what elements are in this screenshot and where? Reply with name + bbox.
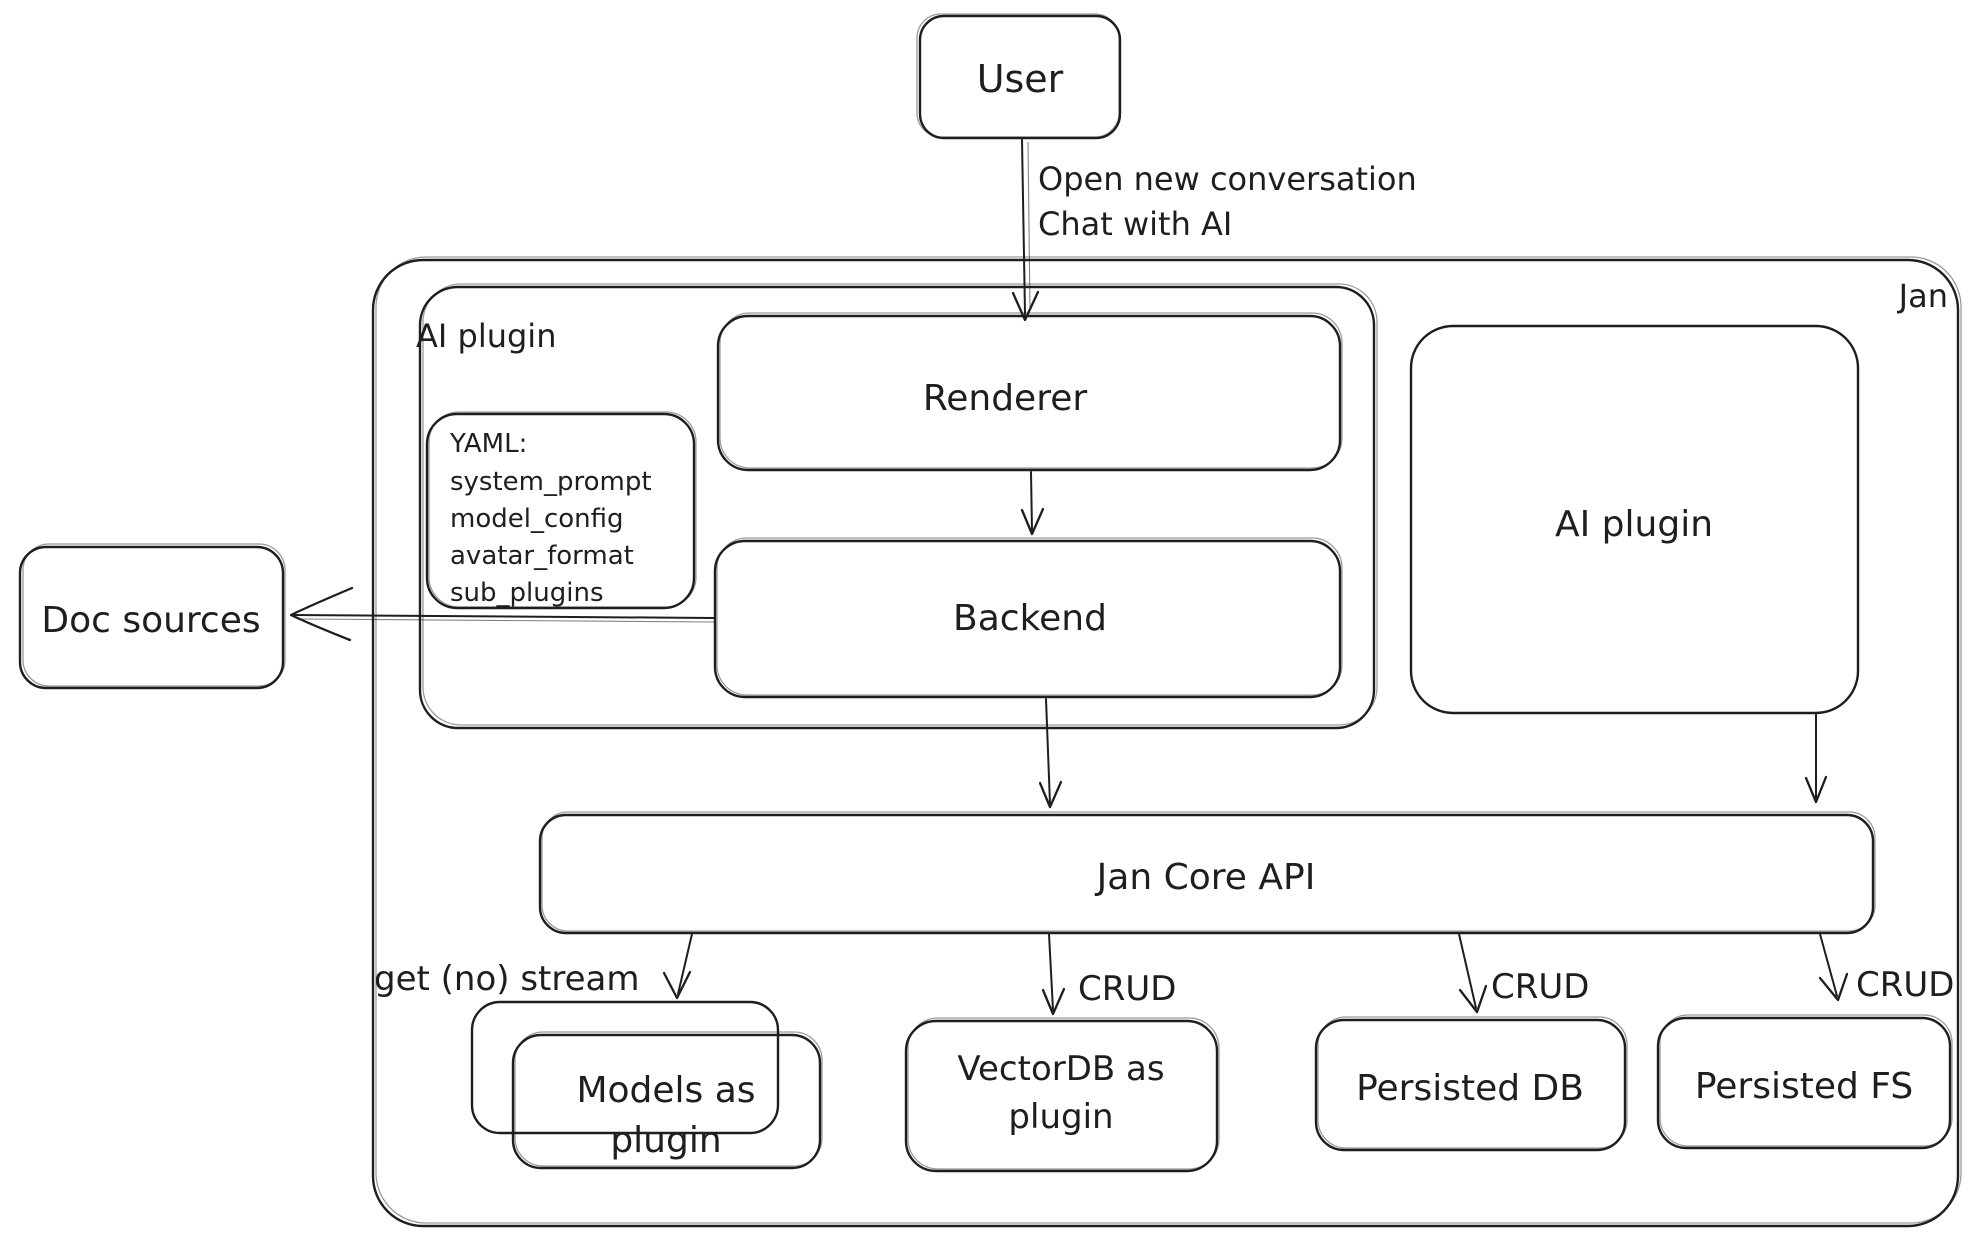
- renderer-label: Renderer: [923, 378, 1088, 419]
- arrow-user-to-renderer-sketch: [1027, 141, 1031, 311]
- ai-plugin-group-box-sketch: [422, 283, 1378, 726]
- backend-label: Backend: [953, 598, 1107, 639]
- backend-box: [713, 539, 1342, 699]
- persisted-fs-label: Persisted FS: [1695, 1066, 1913, 1107]
- persisted-fs-box: [1656, 1016, 1952, 1150]
- ai-plugin-standalone-label: AI plugin: [1555, 504, 1713, 545]
- arrow-core-to-vectordb: [1048, 933, 1054, 1011]
- arrow-user-to-renderer: [1021, 139, 1026, 315]
- arrow-backend-to-doc-sources: [292, 614, 715, 619]
- vectordb-box: [904, 1019, 1219, 1173]
- jan-container-label: Jan: [1897, 277, 1948, 315]
- yaml-note-line2: system_prompt: [450, 467, 652, 497]
- ai-plugin-group-label: AI plugin: [416, 317, 556, 355]
- arrow-user-to-renderer-head: [1011, 290, 1040, 322]
- ai-plugin-standalone-box: [1409, 324, 1860, 715]
- yaml-note-line3: model_config: [450, 504, 624, 534]
- arrow-renderer-to-backend: [1030, 471, 1033, 532]
- yaml-note-box-sketch: [428, 411, 697, 608]
- get-no-stream-label: get (no) stream: [374, 959, 639, 999]
- yaml-note-line5: sub_plugins: [450, 578, 604, 608]
- arrow-core-to-models-head: [662, 970, 692, 1000]
- user-arrow-label-line1: Open new conversation: [1038, 160, 1417, 198]
- jan-container-box-sketch: [375, 256, 1962, 1224]
- persisted-db-label: Persisted DB: [1356, 1068, 1584, 1109]
- arrow-backend-to-doc-sources-sketch: [299, 618, 715, 623]
- persisted-db-box-sketch: [1317, 1016, 1628, 1149]
- arrow-core-to-persisted-db-head: [1458, 984, 1488, 1014]
- models-as-plugin-front-box-sketch: [514, 1031, 823, 1167]
- jan-core-api-box-sketch: [541, 811, 1876, 932]
- yaml-note-line1: YAML:: [449, 429, 527, 459]
- arrow-backend-to-core-head: [1038, 780, 1063, 809]
- jan-container-box: [371, 258, 1960, 1228]
- yaml-note-line4: avatar_format: [450, 541, 634, 571]
- arrow-backend-to-doc-sources-head: [289, 586, 354, 642]
- crud-label-vectordb: CRUD: [1078, 969, 1176, 1009]
- crud-label-persisted-fs: CRUD: [1856, 965, 1954, 1005]
- user-label: User: [977, 57, 1064, 101]
- models-as-plugin-back-box: [470, 1000, 780, 1135]
- user-box: [918, 14, 1122, 140]
- crud-label-persisted-db: CRUD: [1491, 967, 1589, 1007]
- yaml-note-box: [425, 412, 696, 610]
- vectordb-label-line1: VectorDB as: [957, 1049, 1164, 1089]
- jan-core-api-box: [538, 813, 1875, 935]
- arrow-renderer-to-backend-head: [1020, 507, 1045, 536]
- user-arrow-label-line2: Chat with AI: [1038, 205, 1232, 243]
- persisted-fs-box-sketch: [1659, 1014, 1953, 1147]
- vectordb-label-line2: plugin: [1008, 1097, 1113, 1137]
- user-box-sketch: [916, 13, 1120, 138]
- doc-sources-label: Doc sources: [41, 600, 260, 641]
- arrow-core-to-persisted-db: [1458, 933, 1477, 1009]
- arrow-backend-to-core: [1045, 698, 1051, 805]
- models-as-plugin-label-line2: plugin: [610, 1120, 721, 1161]
- arrow-core-to-persisted-fs-head: [1818, 972, 1849, 1002]
- persisted-db-box: [1314, 1018, 1627, 1152]
- arrow-core-to-models: [677, 933, 693, 995]
- arrow-ai-plugin-to-core-head: [1804, 775, 1828, 804]
- vectordb-box-sketch: [907, 1017, 1220, 1170]
- jan-core-api-label: Jan Core API: [1095, 857, 1316, 898]
- doc-sources-box: [18, 545, 285, 690]
- arrow-core-to-vectordb-head: [1041, 987, 1066, 1016]
- models-as-plugin-label-line1: Models as: [576, 1070, 755, 1111]
- renderer-box: [716, 314, 1342, 472]
- backend-box-sketch: [716, 537, 1343, 696]
- renderer-box-sketch: [719, 312, 1343, 469]
- models-as-plugin-front-box: [511, 1033, 822, 1170]
- doc-sources-box-sketch: [22, 543, 286, 687]
- arrow-core-to-persisted-fs: [1819, 933, 1838, 997]
- ai-plugin-group-box: [418, 285, 1376, 730]
